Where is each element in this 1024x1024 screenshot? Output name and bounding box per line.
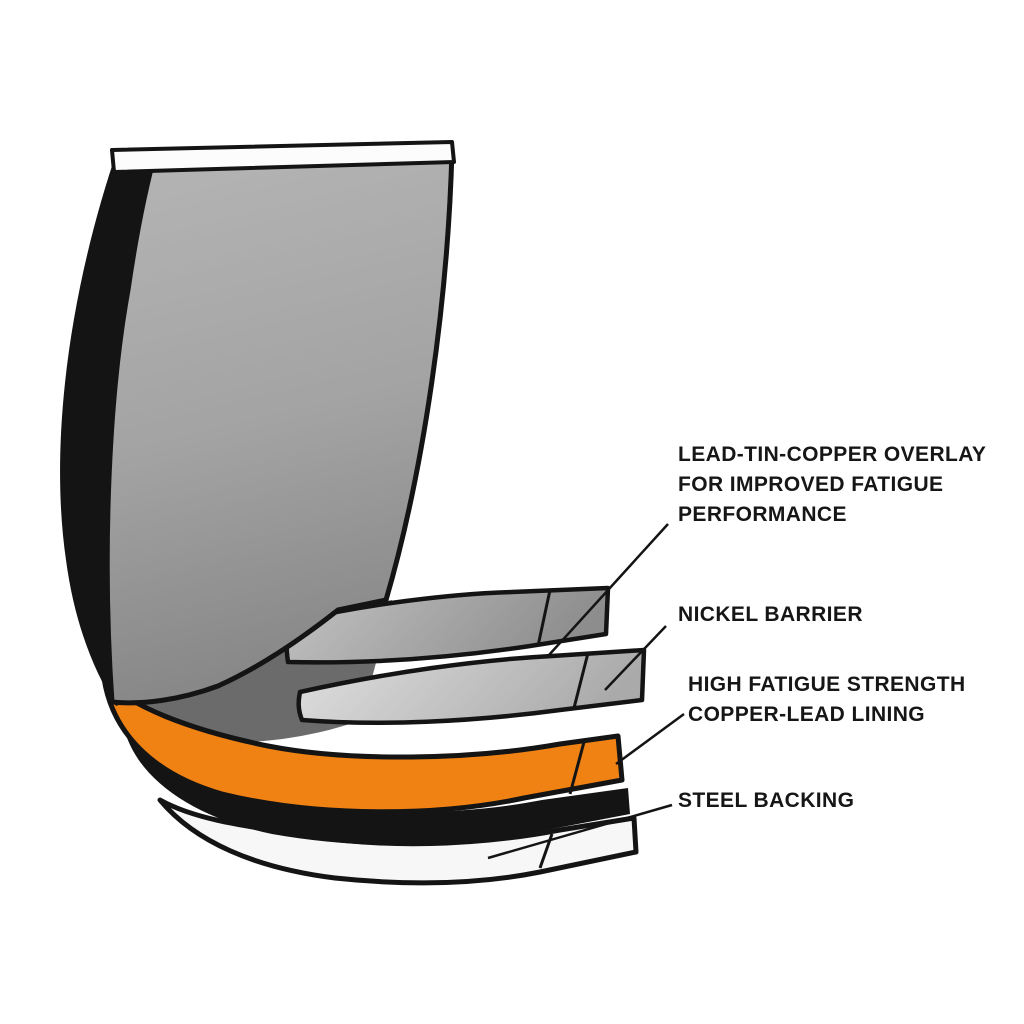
- label-lead-tin-copper-overlay: LEAD-TIN-COPPER OVERLAY FOR IMPROVED FAT…: [678, 440, 986, 530]
- overlay-layer: [284, 585, 611, 665]
- label-nickel-barrier: NICKEL BARRIER: [678, 600, 863, 630]
- shell-outer-rim: [60, 148, 158, 706]
- leader-line-copper-lead: [615, 712, 685, 766]
- label-line: PERFORMANCE: [678, 503, 847, 526]
- copper-lead-layer: [101, 675, 625, 815]
- label-line: COPPER-LEAD LINING: [688, 703, 926, 726]
- bearing-shell-face: [104, 147, 455, 706]
- overlay-tab-slit: [536, 589, 552, 647]
- leader-line-overlay: [548, 523, 669, 656]
- shell-top-edge: [110, 140, 456, 174]
- label-line: FOR IMPROVED FATIGUE: [678, 473, 944, 496]
- nickel-barrier-layer: [296, 647, 647, 725]
- label-copper-lead-lining: HIGH FATIGUE STRENGTH COPPER-LEAD LINING: [688, 670, 966, 730]
- label-steel-backing: STEEL BACKING: [678, 786, 854, 816]
- label-line: LEAD-TIN-COPPER OVERLAY: [678, 443, 987, 466]
- nickel-tab-slit: [572, 652, 590, 709]
- label-line: NICKEL BARRIER: [678, 603, 863, 626]
- copper-tab-slit: [568, 741, 586, 795]
- shell-outer-dark-band: [126, 735, 630, 846]
- leader-line-nickel: [604, 625, 667, 691]
- label-line: HIGH FATIGUE STRENGTH: [688, 673, 966, 696]
- leader-line-steel: [487, 803, 673, 860]
- label-line: STEEL BACKING: [678, 789, 855, 812]
